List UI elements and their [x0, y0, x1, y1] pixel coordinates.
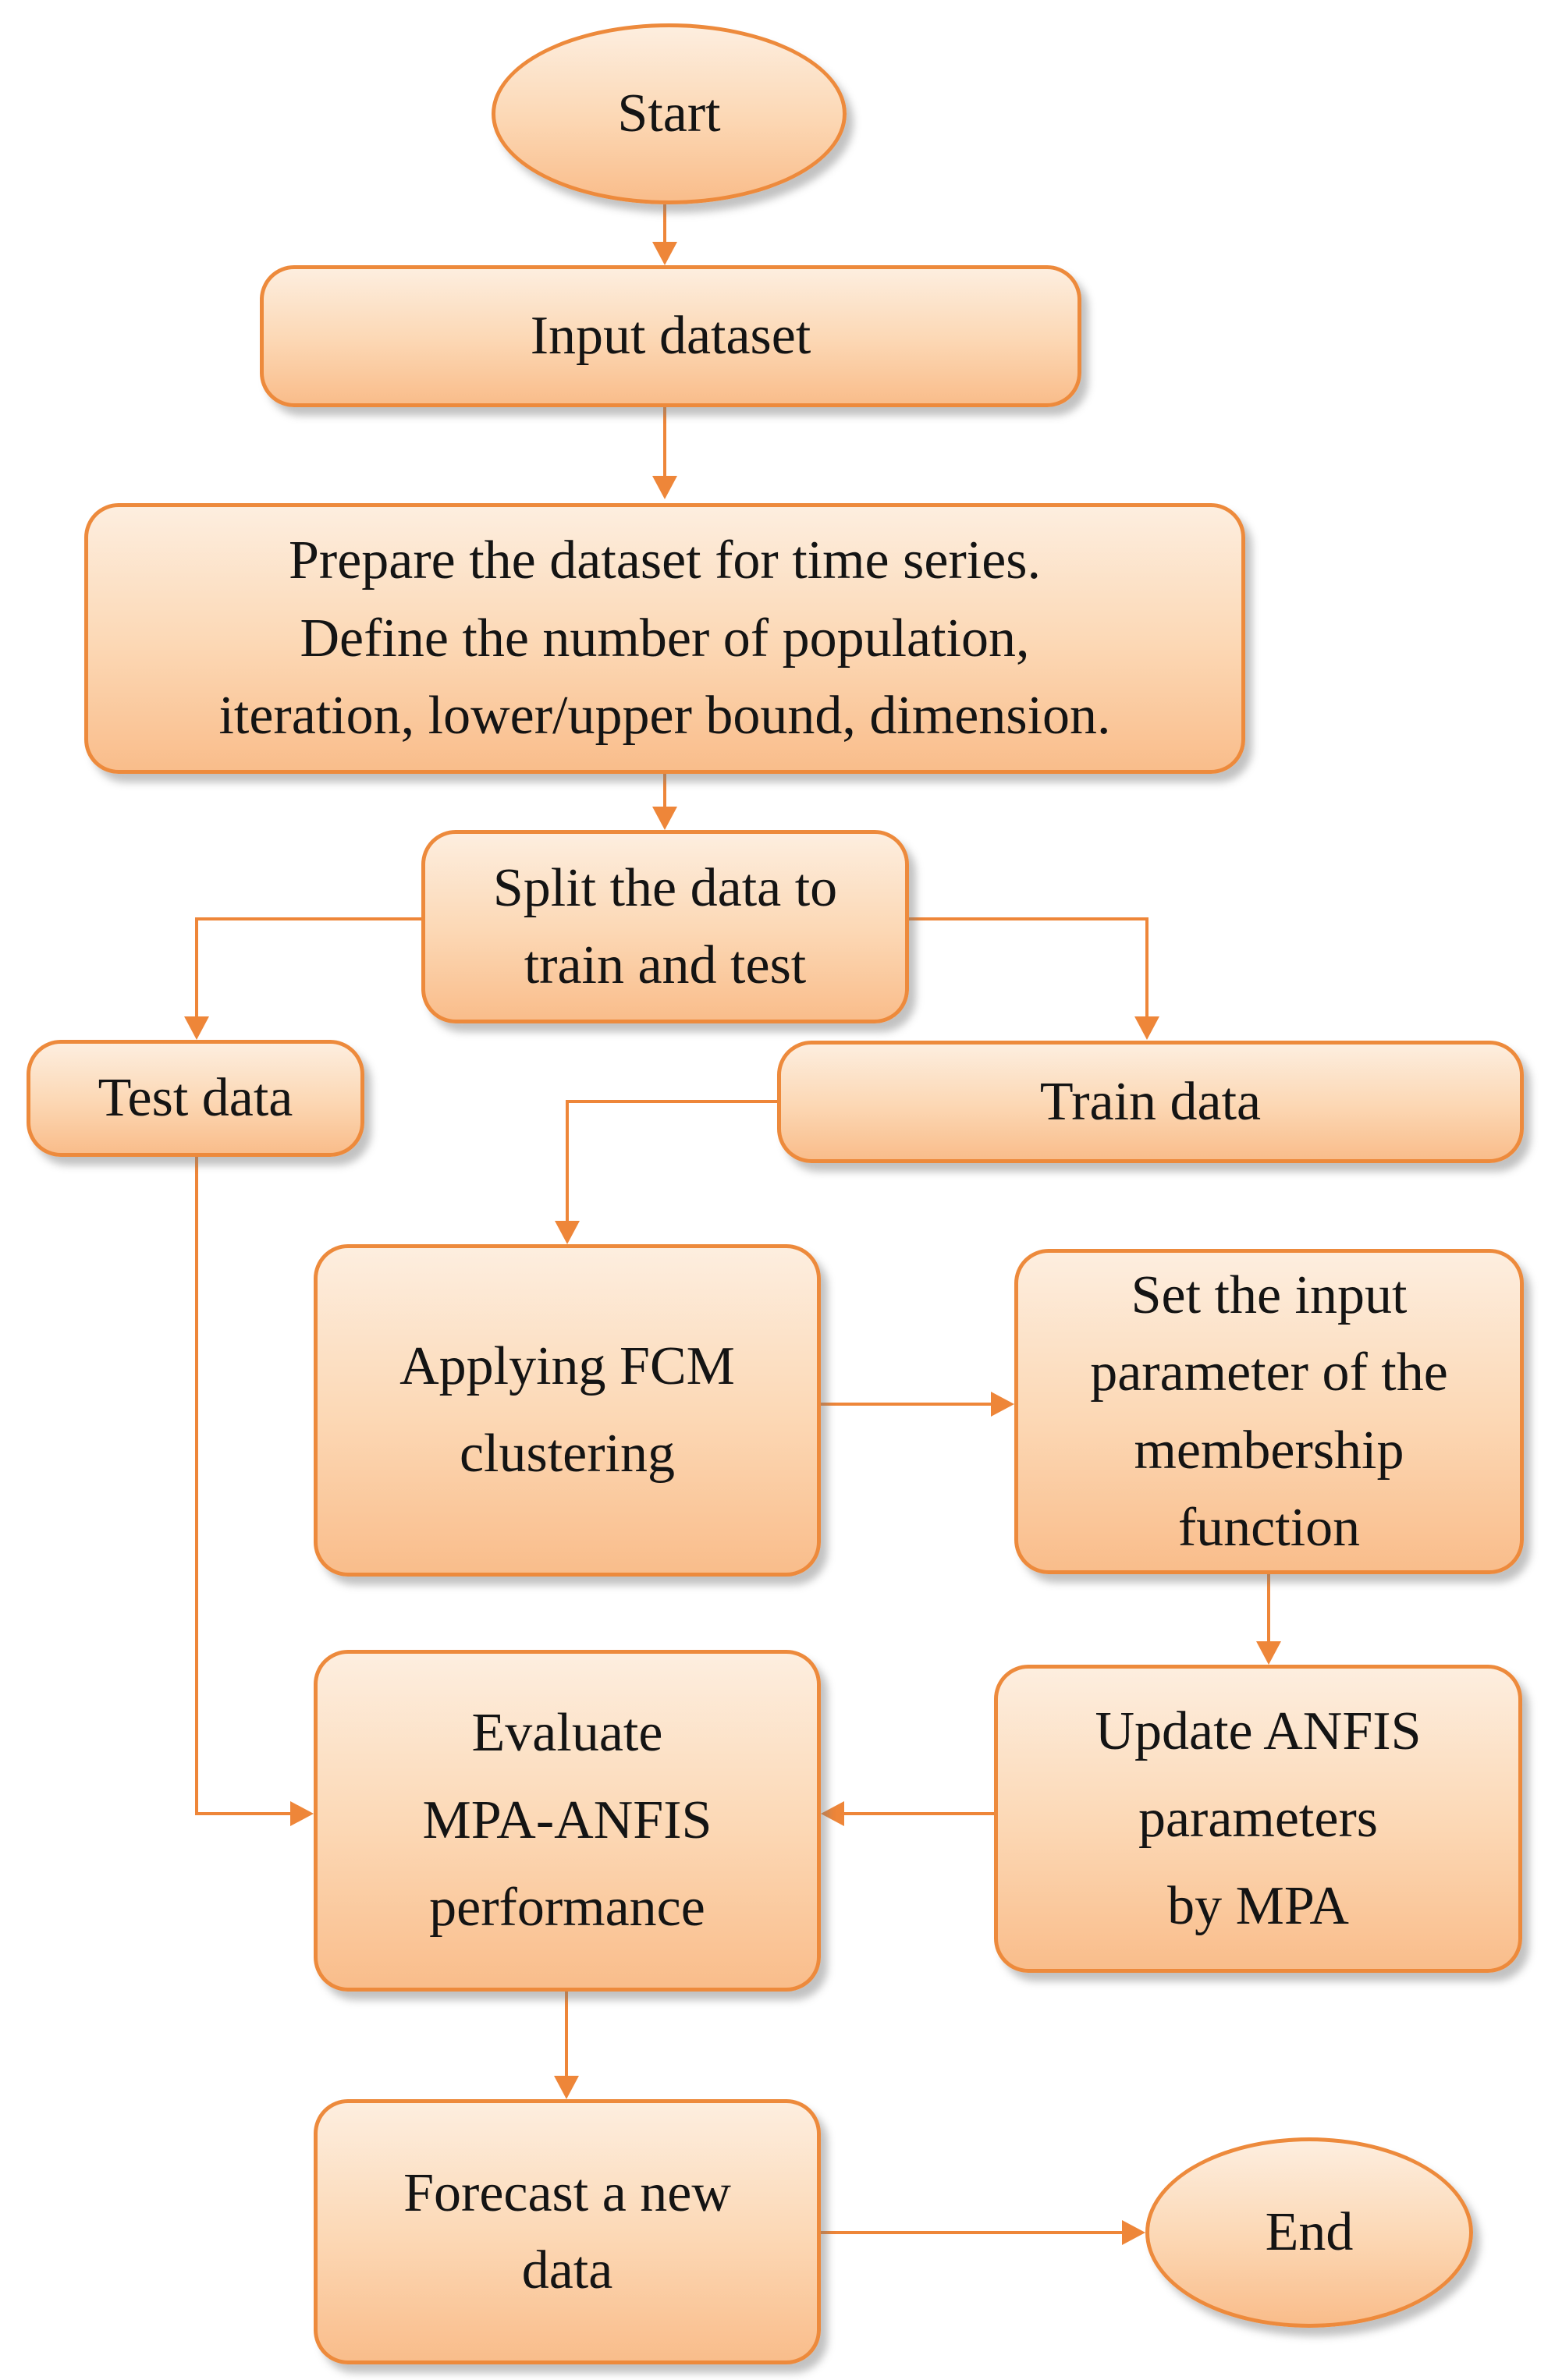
edge-split-to-test-horizontal: [195, 917, 423, 920]
edge-split-to-test-vertical: [195, 917, 198, 1017]
edge-test-to-evaluate-vertical: [195, 1157, 198, 1815]
arrowhead-update-to-evaluate-icon: [821, 1801, 844, 1826]
edge-evaluate-to-forecast: [565, 1992, 568, 2076]
arrowhead-test-to-evaluate-icon: [290, 1801, 314, 1826]
node-evaluate-performance: Evaluate MPA-ANFIS performance: [314, 1650, 821, 1992]
arrowhead-set-input-to-update-icon: [1256, 1641, 1281, 1665]
node-applying-fcm: Applying FCM clustering: [314, 1244, 821, 1577]
edge-input-to-prepare: [663, 407, 666, 477]
arrowhead-split-to-train-icon: [1134, 1016, 1159, 1040]
arrowhead-split-to-test-icon: [184, 1016, 209, 1040]
edge-set-input-to-update: [1267, 1574, 1270, 1641]
arrowhead-start-to-input-icon: [652, 242, 677, 265]
edge-train-to-fcm-vertical: [566, 1100, 569, 1221]
edge-fcm-to-set-input: [821, 1403, 991, 1406]
node-train-data: Train data: [777, 1041, 1524, 1163]
arrowhead-evaluate-to-forecast-icon: [554, 2076, 579, 2099]
node-update-anfis: Update ANFIS parameters by MPA: [994, 1665, 1522, 1973]
edge-test-to-evaluate-horizontal: [195, 1812, 290, 1815]
node-set-input-parameter: Set the input parameter of the membershi…: [1014, 1249, 1524, 1574]
arrowhead-prepare-to-split-icon: [652, 807, 677, 830]
node-forecast-new-data: Forecast a new data: [314, 2099, 821, 2364]
edge-start-to-input: [663, 204, 666, 243]
node-end: End: [1145, 2137, 1473, 2328]
node-start: Start: [492, 23, 847, 204]
edge-split-to-train-horizontal: [907, 917, 1148, 920]
edge-update-to-evaluate: [844, 1812, 994, 1815]
edge-split-to-train-vertical: [1145, 917, 1148, 1017]
node-test-data: Test data: [27, 1040, 364, 1157]
arrowhead-fcm-to-set-input-icon: [991, 1392, 1014, 1417]
edge-train-to-fcm-horizontal: [566, 1100, 777, 1103]
arrowhead-forecast-to-end-icon: [1122, 2220, 1145, 2245]
node-split-data: Split the data to train and test: [421, 830, 909, 1023]
node-input-dataset: Input dataset: [260, 265, 1081, 407]
edge-prepare-to-split: [663, 774, 666, 808]
node-prepare-dataset: Prepare the dataset for time series. Def…: [84, 503, 1245, 774]
edge-forecast-to-end: [821, 2231, 1122, 2234]
arrowhead-train-to-fcm-icon: [555, 1221, 580, 1244]
arrowhead-input-to-prepare-icon: [652, 476, 677, 499]
